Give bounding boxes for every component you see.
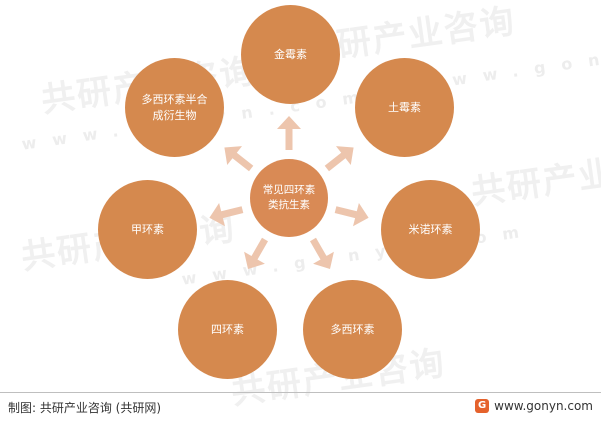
node-duoxihuansu: 多西环素 [303, 280, 402, 379]
arrow-duoxihuansu [310, 237, 334, 269]
node-banhecheng: 多西环素半合 成衍生物 [125, 58, 224, 157]
arrow-tumeisu [324, 146, 354, 172]
node-minuohuansu: 米诺环素 [381, 180, 480, 279]
node-jiahuansu: 甲环素 [98, 180, 197, 279]
footer-website-text: www.gonyn.com [494, 399, 593, 413]
arrow-jinmeisu [277, 116, 301, 150]
footer-source: 制图: 共研产业咨询 (共研网) [8, 401, 162, 415]
arrow-banhecheng [224, 146, 254, 172]
gonyn-logo-icon: G [475, 399, 490, 413]
node-jinmeisu: 金霉素 [241, 5, 340, 104]
arrow-sihuansu [244, 237, 268, 269]
node-tumeisu: 土霉素 [355, 58, 454, 157]
arrow-minuohuansu [334, 203, 369, 227]
footer-website: G www.gonyn.com [475, 399, 593, 413]
node-center: 常见四环素 类抗生素 [250, 159, 328, 237]
arrow-jiahuansu [209, 203, 244, 227]
footer-divider [0, 392, 601, 393]
node-sihuansu: 四环素 [178, 280, 277, 379]
